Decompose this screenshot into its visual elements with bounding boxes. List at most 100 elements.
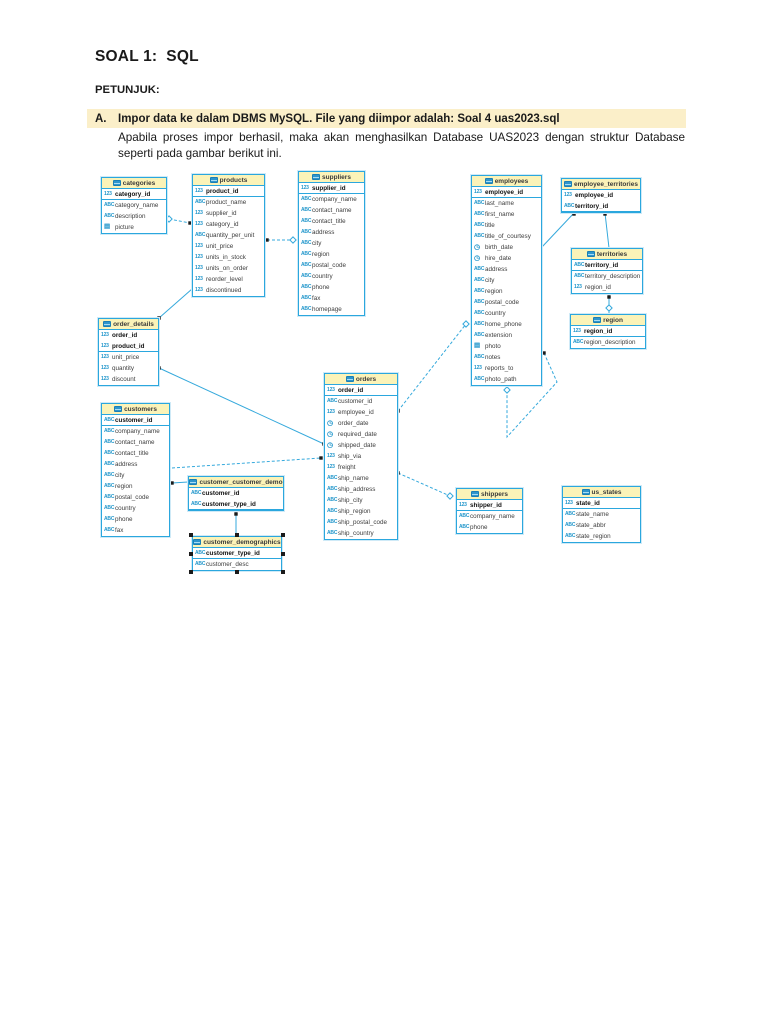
selection-handle[interactable] [281, 533, 285, 537]
column-name: ship_name [338, 475, 369, 482]
str-type-icon: ABC [459, 524, 470, 530]
db-table-header-us_states[interactable]: us_states [563, 487, 640, 498]
selection-handle[interactable] [189, 533, 193, 537]
db-table-header-customer_demographics[interactable]: customer_demographics [193, 537, 281, 548]
column-name: shipper_id [470, 501, 502, 509]
str-type-icon: ABC [301, 196, 312, 202]
column-name: country [115, 505, 136, 512]
column-name: units_in_stock [206, 254, 246, 261]
column-name: home_phone [485, 321, 522, 328]
str-type-icon: ABC [564, 202, 575, 209]
db-table-header-region[interactable]: region [571, 315, 645, 326]
db-table-header-customers[interactable]: customers [102, 404, 169, 415]
selection-handle[interactable] [235, 533, 239, 537]
str-type-icon: ABC [301, 229, 312, 235]
str-type-icon: ABC [474, 200, 485, 206]
db-table-header-territories[interactable]: territories [572, 249, 642, 260]
column-name: city [115, 472, 125, 479]
db-table-header-customer_customer_demo[interactable]: customer_customer_demo [189, 477, 283, 488]
db-table-header-employee_territories[interactable]: employee_territories [562, 179, 640, 190]
int-type-icon: 123 [195, 287, 203, 293]
table-icon [593, 317, 602, 323]
db-table-header-order_details[interactable]: order_details [99, 319, 158, 330]
column-name: last_name [485, 200, 515, 207]
str-type-icon: ABC [474, 288, 485, 294]
selection-handle[interactable] [281, 570, 285, 574]
selection-handle[interactable] [189, 570, 193, 574]
str-type-icon: ABC [104, 202, 115, 208]
str-type-icon: ABC [474, 332, 485, 338]
date-type-icon: ◷ [327, 420, 333, 427]
int-type-icon: 123 [474, 365, 482, 371]
column-name: ship_region [338, 508, 371, 515]
column-name: phone [470, 524, 488, 531]
db-table-header-employees[interactable]: employees [472, 176, 541, 187]
selection-handle[interactable] [235, 570, 239, 574]
str-type-icon: ABC [574, 261, 585, 268]
str-type-icon: ABC [301, 295, 312, 301]
column-shipped_date: ◷shipped_date [325, 440, 397, 451]
str-type-icon: ABC [104, 416, 115, 423]
column-name: territory_id [585, 261, 619, 269]
str-type-icon: ABC [104, 505, 115, 511]
db-table-header-shippers[interactable]: shippers [457, 489, 522, 500]
relationship-line-customers-customer_customer_demo [171, 481, 189, 484]
column-name: city [485, 277, 495, 284]
db-table-name: employees [494, 177, 529, 185]
cardinality-square-marker [542, 351, 546, 355]
column-name: address [115, 461, 138, 468]
db-table-header-orders[interactable]: orders [325, 374, 397, 385]
str-type-icon: ABC [565, 511, 576, 517]
int-type-icon: 123 [459, 501, 467, 508]
column-name: region [115, 483, 133, 490]
selection-handle[interactable] [281, 551, 285, 556]
cardinality-diamond-marker [289, 236, 297, 244]
db-table-name: customers [124, 405, 157, 413]
column-name: first_name [485, 211, 515, 218]
column-name: shipped_date [338, 442, 376, 449]
db-table-header-suppliers[interactable]: suppliers [299, 172, 364, 183]
column-name: birth_date [485, 244, 514, 251]
db-table-name: categories [122, 179, 156, 187]
db-table-header-categories[interactable]: categories [102, 178, 166, 189]
date-type-icon: ◷ [474, 244, 480, 251]
db-table-name: customer_customer_demo [199, 478, 283, 486]
column-name: order_id [112, 332, 138, 339]
selection-handle[interactable] [189, 551, 193, 556]
db-table-header-products[interactable]: products [193, 175, 264, 186]
